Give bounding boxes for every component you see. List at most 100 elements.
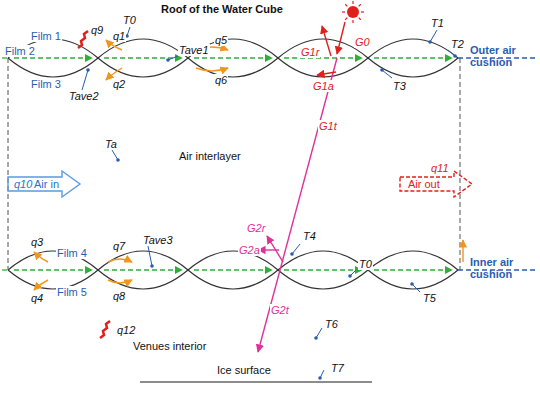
temperature-label: T0: [122, 14, 137, 26]
outer-cushion-film-lower: [98, 58, 188, 77]
inner-reflected-ray: [267, 236, 283, 262]
inner-cushion-film-upper: [278, 251, 368, 270]
air-flow-label: Air out: [408, 178, 440, 190]
temperature-label: T3: [392, 80, 407, 92]
inner-cushion-flow-line: [2, 269, 8, 270]
air-out-arrow: [400, 171, 472, 197]
measurement-point: [86, 68, 90, 72]
sun-ray: [352, 1, 353, 4]
measurement-point: [348, 274, 352, 278]
transmitted-ray: [258, 58, 337, 352]
film-label: Film 1: [30, 30, 62, 42]
outer-cushion-film-lower: [188, 58, 278, 77]
measurement-point: [428, 40, 432, 44]
air-flow-label: Air in: [34, 178, 59, 190]
outer-cushion-flow-arrow: [194, 57, 272, 58]
measurement-point: [314, 336, 318, 340]
heat-flux-label: q1: [112, 30, 126, 42]
temperature-label: T2: [450, 38, 465, 50]
air-in-arrow: [8, 171, 80, 197]
region-label: Venues interior: [132, 340, 207, 352]
film-label: Film 2: [4, 45, 36, 57]
outer-cushion-flow-arrow: [374, 57, 452, 58]
film-label: Film 5: [56, 286, 88, 298]
heat-flux-label: q3: [30, 236, 44, 248]
leader-line: [82, 70, 88, 90]
heat-flux-label: q6: [214, 74, 228, 86]
measurement-point: [116, 158, 120, 162]
sun-symbol: [347, 6, 359, 18]
measurement-point: [380, 68, 384, 72]
inner-cushion-flow-arrow: [284, 269, 362, 270]
outer-cushion-flow-arrow: [104, 57, 182, 58]
radiation-label: G2r: [246, 222, 266, 234]
outer-cushion-film-lower: [278, 58, 368, 77]
heat-flux-label: q7: [112, 240, 126, 252]
side-wall: [460, 58, 461, 270]
inner-cushion-flow-arrow: [374, 269, 452, 270]
inner-cushion-film-lower: [98, 270, 188, 289]
ice-surface-line: [140, 381, 372, 383]
reflected-ray: [322, 26, 331, 56]
sun-ray: [359, 18, 361, 20]
cushion-label: Outer air cushion: [470, 44, 536, 68]
temperature-label: T4: [302, 230, 317, 242]
inner-absorbed-ray: [258, 249, 279, 250]
inner-cushion-film-upper: [368, 251, 458, 270]
inner-cushion-film-lower: [188, 270, 278, 289]
outer-cushion-flow-arrow: [284, 57, 362, 58]
sun-ray: [342, 11, 345, 12]
heat-flux-label: q8: [112, 290, 126, 302]
heat-flux-label: q10: [14, 178, 32, 190]
radiation-squiggle: [100, 321, 110, 338]
measurement-point: [318, 376, 322, 380]
heat-flux-label: q2: [112, 78, 126, 90]
outer-cushion-flow-line: [2, 57, 8, 58]
measurement-point: [290, 252, 294, 256]
heat-arrow: [462, 240, 463, 262]
measurement-point: [410, 282, 414, 286]
temperature-label: T1: [430, 17, 445, 29]
heat-arrow: [34, 252, 48, 262]
outer-cushion-film-lower: [368, 58, 458, 77]
heat-flux-label: q4: [30, 292, 44, 304]
outer-cushion-flow-arrow: [14, 57, 92, 58]
measurement-point: [166, 58, 170, 62]
radiation-squiggle: [78, 31, 88, 48]
heat-arrow: [108, 259, 132, 262]
sun-ray: [345, 4, 347, 6]
film-label: Film 3: [30, 78, 62, 90]
temperature-label: T5: [422, 292, 437, 304]
heat-flux-label: q9: [90, 24, 104, 36]
outer-cushion-film-upper: [368, 39, 458, 58]
radiation-label: G2t: [270, 304, 290, 316]
inner-cushion-flow-arrow: [194, 269, 272, 270]
heat-flux-label: q5: [214, 34, 228, 46]
sun-ray: [361, 11, 364, 12]
radiation-label: G1t: [318, 120, 338, 132]
leader-line: [430, 30, 437, 42]
leader-line: [292, 244, 300, 254]
heat-arrow: [108, 280, 132, 283]
heat-arrow: [196, 68, 228, 71]
temperature-label: Tave1: [178, 44, 210, 56]
temperature-label: Tave2: [68, 90, 100, 102]
inner-cushion-film-lower: [278, 270, 368, 289]
absorbed-ray: [317, 72, 336, 75]
radiation-label: G2a: [238, 244, 261, 256]
cushion-label: Inner air cushion: [470, 256, 536, 280]
inner-cushion-flow-arrow: [14, 269, 92, 270]
inner-cushion-film-upper: [98, 251, 188, 270]
region-label: Air interlayer: [178, 150, 242, 162]
drawing: [2, 1, 535, 382]
radiation-label: G0: [354, 36, 371, 48]
inner-cushion-film-lower: [368, 270, 458, 289]
outer-cushion-film-lower: [8, 58, 98, 77]
radiation-label: G1r: [300, 46, 320, 58]
heat-arrow: [34, 280, 48, 290]
temperature-label: Ta: [104, 138, 118, 150]
sun-ray: [352, 20, 353, 23]
surface-label: Ice surface: [216, 364, 272, 376]
